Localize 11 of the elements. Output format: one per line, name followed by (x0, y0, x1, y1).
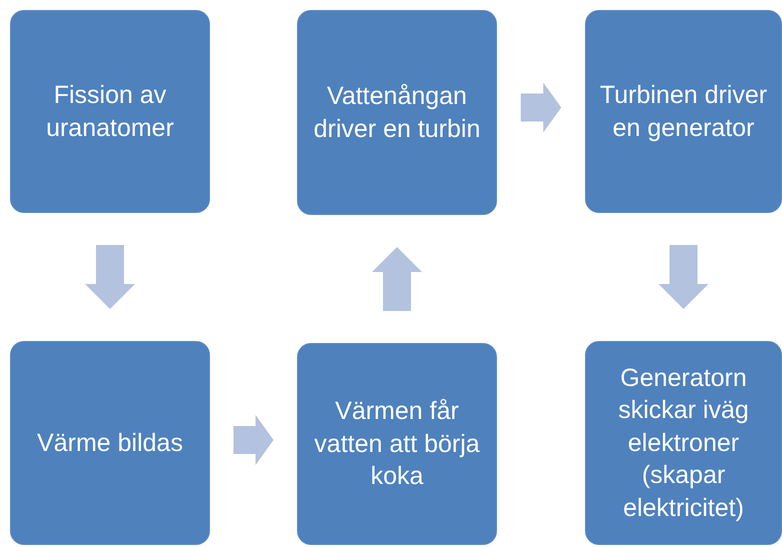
arrow (234, 415, 274, 465)
process-box: Turbinen driver en generator (585, 10, 782, 213)
process-box: Fission av uranatomer (10, 10, 210, 213)
arrow (372, 247, 422, 311)
process-box: Värmen får vatten att börja koka (297, 343, 497, 545)
arrow (520, 82, 562, 132)
process-box: Värme bildas (10, 341, 210, 545)
process-box: Generatorn skickar iväg elektroner (skapar elektricitet) (585, 341, 782, 545)
arrow (85, 245, 135, 309)
process-box: Vattenångan driver en turbin (297, 10, 497, 215)
arrow (658, 245, 708, 309)
